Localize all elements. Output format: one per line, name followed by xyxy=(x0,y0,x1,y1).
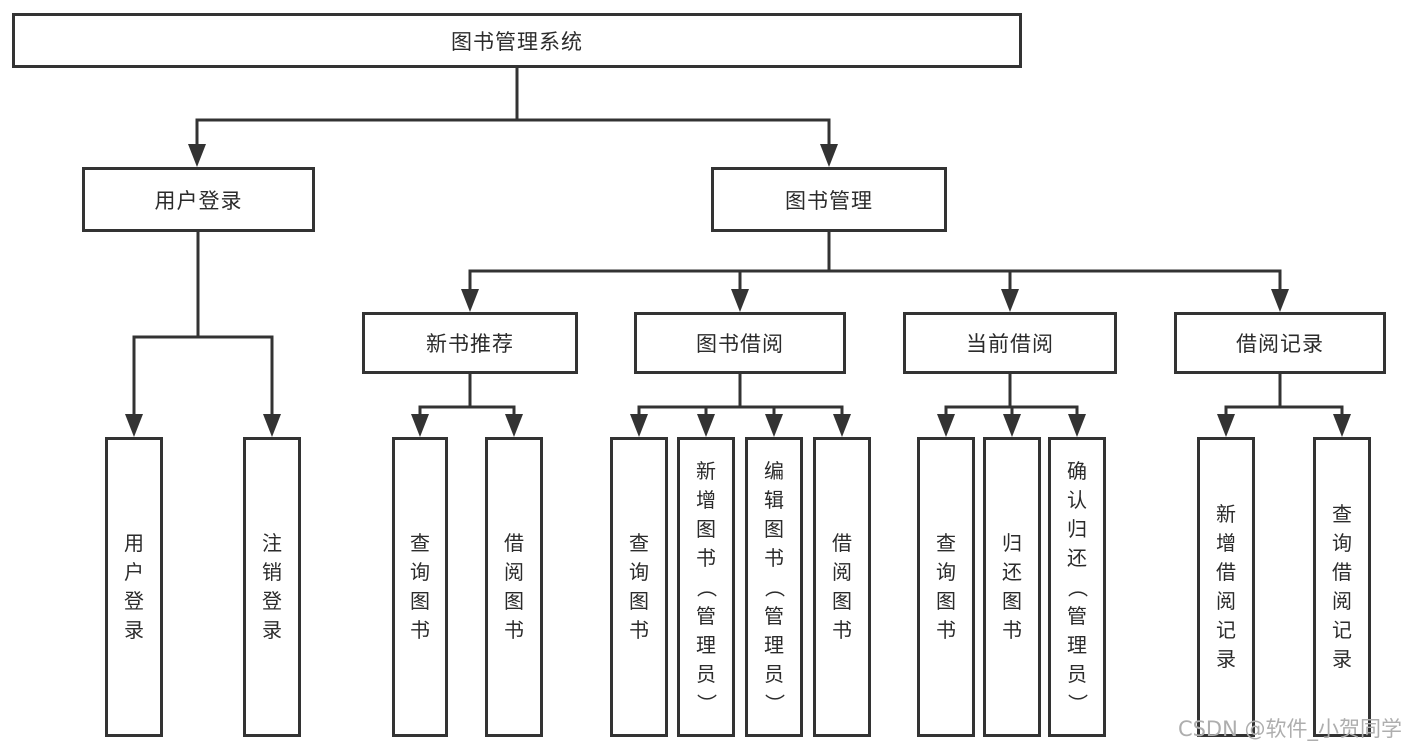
leaf-records-add-record: 新增借阅记录 xyxy=(1197,437,1255,737)
node-book-management-label: 图书管理 xyxy=(785,188,873,213)
leaf-current-return-books: 归还图书 xyxy=(983,437,1041,737)
node-user-login-label: 用户登录 xyxy=(154,188,243,213)
node-new-book-recommend-label: 新书推荐 xyxy=(426,332,514,356)
leaf-logout: 注销登录 xyxy=(243,437,301,737)
node-root: 图书管理系统 xyxy=(12,13,1022,68)
node-root-label: 图书管理系统 xyxy=(451,29,583,54)
leaf-recommend-query-books: 查询图书 xyxy=(392,437,448,737)
leaf-borrow-edit-books-label: 编辑图书（管理员） xyxy=(762,458,787,714)
leaf-borrow-query-books: 查询图书 xyxy=(610,437,668,737)
leaf-borrow-query-books-label: 查询图书 xyxy=(629,531,649,642)
leaf-logout-label: 注销登录 xyxy=(262,531,282,642)
leaf-user-login-label: 用户登录 xyxy=(124,531,144,642)
leaf-borrow-edit-books: 编辑图书（管理员） xyxy=(745,437,803,737)
node-current-borrow-label: 当前借阅 xyxy=(966,332,1054,356)
leaf-borrow-borrow-books-label: 借阅图书 xyxy=(832,531,852,642)
leaf-current-query-books: 查询图书 xyxy=(917,437,975,737)
leaf-recommend-query-books-label: 查询图书 xyxy=(410,531,430,642)
node-new-book-recommend: 新书推荐 xyxy=(362,312,578,374)
leaf-current-query-books-label: 查询图书 xyxy=(936,531,956,642)
watermark: CSDN @软件_小贺同学 xyxy=(1177,717,1402,741)
node-book-borrow: 图书借阅 xyxy=(634,312,846,374)
leaf-current-confirm-return: 确认归还（管理员） xyxy=(1048,437,1106,737)
leaf-current-confirm-return-label: 确认归还（管理员） xyxy=(1065,458,1090,714)
leaf-records-query-record-label: 查询借阅记录 xyxy=(1332,502,1352,671)
node-borrow-records-label: 借阅记录 xyxy=(1236,332,1324,356)
leaf-borrow-borrow-books: 借阅图书 xyxy=(813,437,871,737)
leaf-records-add-record-label: 新增借阅记录 xyxy=(1216,502,1236,671)
node-current-borrow: 当前借阅 xyxy=(903,312,1117,374)
leaf-recommend-borrow-books: 借阅图书 xyxy=(485,437,543,737)
node-book-borrow-label: 图书借阅 xyxy=(696,332,784,356)
leaf-records-query-record: 查询借阅记录 xyxy=(1313,437,1371,737)
node-borrow-records: 借阅记录 xyxy=(1174,312,1386,374)
leaf-current-return-books-label: 归还图书 xyxy=(1002,531,1022,642)
node-user-login: 用户登录 xyxy=(82,167,315,232)
leaf-borrow-add-books-label: 新增图书（管理员） xyxy=(694,458,719,714)
node-book-management: 图书管理 xyxy=(711,167,947,232)
leaf-borrow-add-books: 新增图书（管理员） xyxy=(677,437,735,737)
leaf-user-login: 用户登录 xyxy=(105,437,163,737)
leaf-recommend-borrow-books-label: 借阅图书 xyxy=(504,531,524,642)
